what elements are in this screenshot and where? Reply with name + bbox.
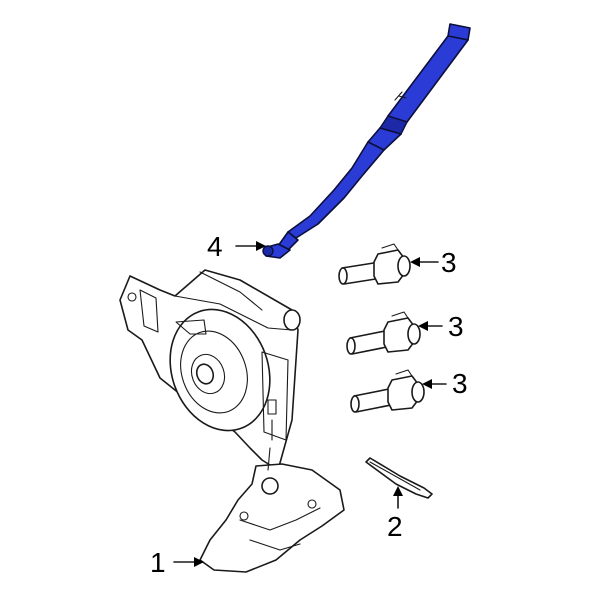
callout-number-3-bottom: 3 xyxy=(452,368,468,399)
jack-assembly-part[interactable] xyxy=(119,269,345,573)
callout-arrow-2 xyxy=(393,486,403,509)
callout-arrow-4 xyxy=(235,241,266,251)
callout-number-3-middle: 3 xyxy=(448,311,464,342)
bolt-part-bottom[interactable] xyxy=(350,369,425,413)
bolt-part-top[interactable] xyxy=(338,243,411,285)
callout-arrow-1 xyxy=(173,557,204,567)
callout-arrow-3-top xyxy=(410,257,439,267)
callout-arrow-3-bottom xyxy=(422,379,447,389)
callout-arrow-3-middle xyxy=(418,321,443,331)
jack-handle-part[interactable] xyxy=(262,23,471,259)
bolt-part-middle[interactable] xyxy=(346,311,421,355)
cotter-pin-part[interactable] xyxy=(365,457,433,499)
callout-number-3-top: 3 xyxy=(441,247,457,278)
callout-number-4: 4 xyxy=(207,231,223,262)
callout-number-1: 1 xyxy=(150,547,166,578)
callout-number-2: 2 xyxy=(387,511,403,542)
